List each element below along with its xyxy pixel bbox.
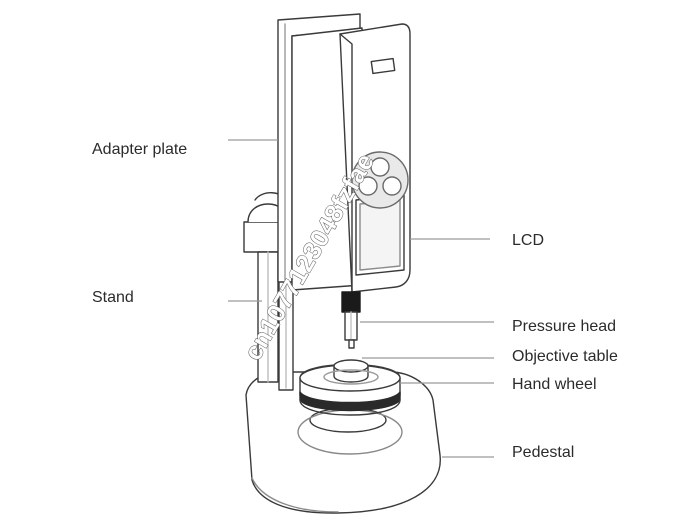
gauge-body-shape	[291, 23, 411, 293]
label-pedestal: Pedestal	[512, 444, 575, 461]
label-adapter-plate: Adapter plate	[92, 141, 188, 158]
label-pressure-head: Pressure head	[512, 318, 617, 335]
pressure-head-shape	[341, 291, 361, 349]
objective-table-shape	[323, 359, 379, 385]
label-objective-table: Objective table	[512, 348, 618, 365]
label-hand-wheel: Hand wheel	[512, 376, 597, 393]
label-stand: Stand	[92, 289, 134, 306]
label-lcd: LCD	[512, 232, 545, 249]
